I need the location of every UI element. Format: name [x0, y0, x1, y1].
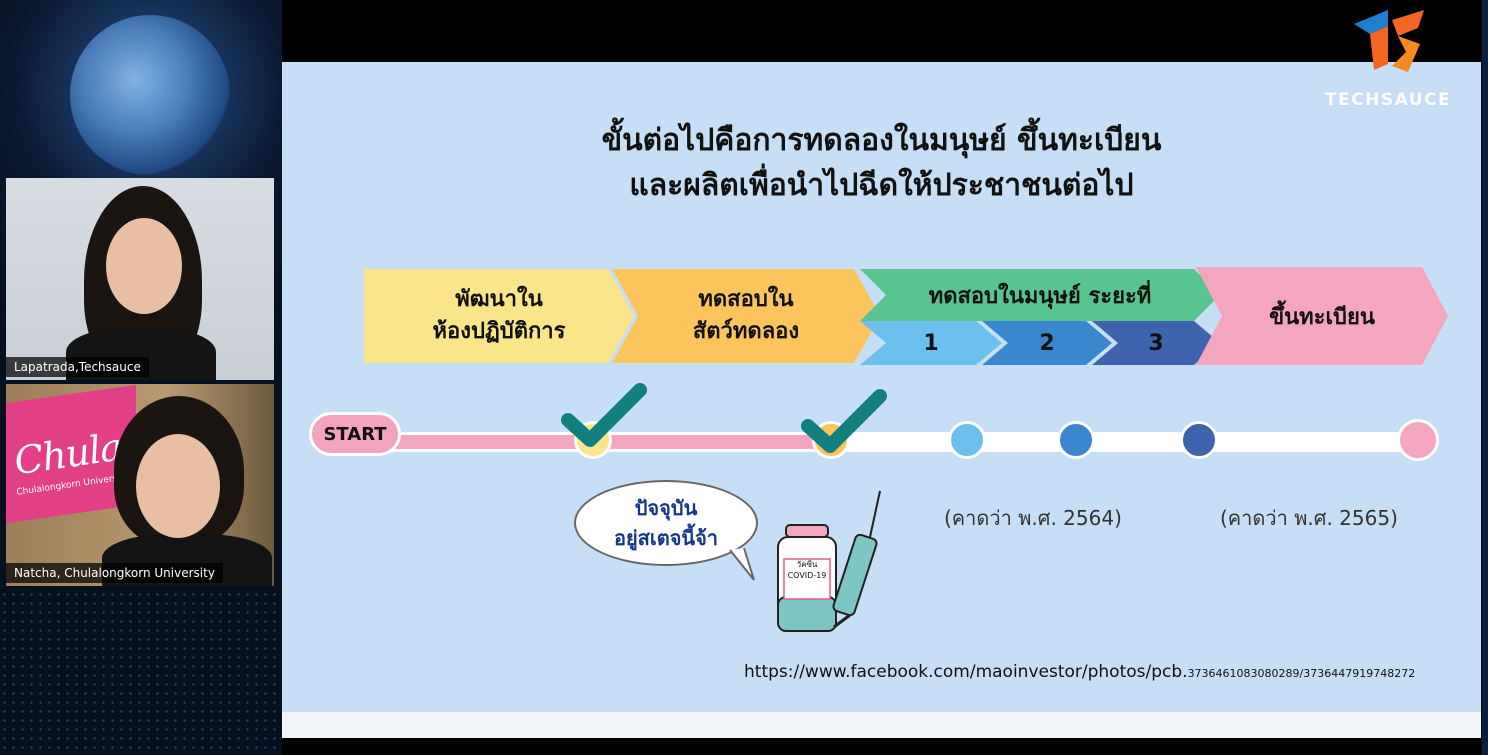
techsauce-logo-icon	[1348, 6, 1428, 76]
phase-1-chevron: 1	[860, 321, 1002, 365]
source-url[interactable]: https://www.facebook.com/maoinvestor/pho…	[744, 662, 1415, 682]
stage-label: ทดสอบใน สัตว์ทดลอง	[693, 284, 799, 348]
stage-lab-development: พัฒนาใน ห้องปฏิบัติการ	[364, 269, 634, 363]
timeline-start-pill: START	[309, 412, 401, 456]
phase-number: 2	[1039, 331, 1054, 356]
slide-title-line-1: ขั้นต่อไปคือการทดลองในมนุษย์ ขึ้นทะเบียน	[282, 117, 1481, 164]
participant-name-tag: Natcha, Chulalongkorn University	[6, 563, 223, 583]
vial-label: วัคซีน COVID-19	[785, 559, 829, 581]
timeline-node-phase-3	[1180, 421, 1218, 459]
slide-title-line-2: และผลิตเพื่อนำไปฉีดให้ประชาชนต่อไป	[282, 162, 1481, 209]
phase-number: 3	[1148, 331, 1163, 356]
speech-bubble-tail	[728, 548, 758, 584]
timeline-node-phase-1	[948, 421, 986, 459]
checkmark-icon	[800, 388, 890, 458]
participant-name-tag: Lapatrada,Techsauce	[6, 357, 149, 377]
city-lights-decoration	[0, 590, 282, 755]
timeline-remaining	[832, 432, 1422, 452]
slide-footer	[282, 712, 1481, 738]
stage-registration: ขึ้นทะเบียน	[1196, 267, 1448, 365]
speech-bubble-text: ปัจจุบัน อยู่สเตจนี้จ้า	[614, 493, 718, 553]
video-tile-natcha[interactable]: Chula Chulalongkorn University	[6, 384, 274, 586]
timeline-node-registration	[1397, 419, 1439, 461]
person-face	[106, 218, 182, 314]
stage-label: พัฒนาใน ห้องปฏิบัติการ	[433, 284, 566, 348]
source-url-main: https://www.facebook.com/maoinvestor/pho…	[744, 662, 1188, 682]
presentation-slide: ขั้นต่อไปคือการทดลองในมนุษย์ ขึ้นทะเบียน…	[282, 62, 1481, 738]
stage-label: ขึ้นทะเบียน	[1269, 299, 1375, 334]
timeline-node-phase-2	[1057, 421, 1095, 459]
bottom-bar	[282, 738, 1482, 755]
registration-estimate-2565: (คาดว่า พ.ศ. 2565)	[1220, 502, 1398, 534]
stage-human-trials: ทดสอบในมนุษย์ ระยะที่	[860, 269, 1220, 321]
checkmark-icon	[560, 382, 650, 452]
right-edge	[1482, 0, 1488, 755]
video-tile-lapatrada[interactable]	[6, 178, 274, 380]
stage-label: ทดสอบในมนุษย์ ระยะที่	[929, 278, 1152, 313]
phase-number: 1	[923, 331, 938, 356]
person-face	[136, 434, 220, 538]
source-url-tail: 3736461083080289/3736447919748272	[1188, 667, 1416, 680]
virus-illustration	[70, 15, 230, 175]
top-bar	[282, 0, 1482, 62]
phase-estimate-2564: (คาดว่า พ.ศ. 2564)	[944, 502, 1122, 534]
techsauce-logo-text: TECHSAUCE	[1325, 90, 1451, 110]
stage-animal-testing: ทดสอบใน สัตว์ทดลอง	[612, 269, 880, 363]
